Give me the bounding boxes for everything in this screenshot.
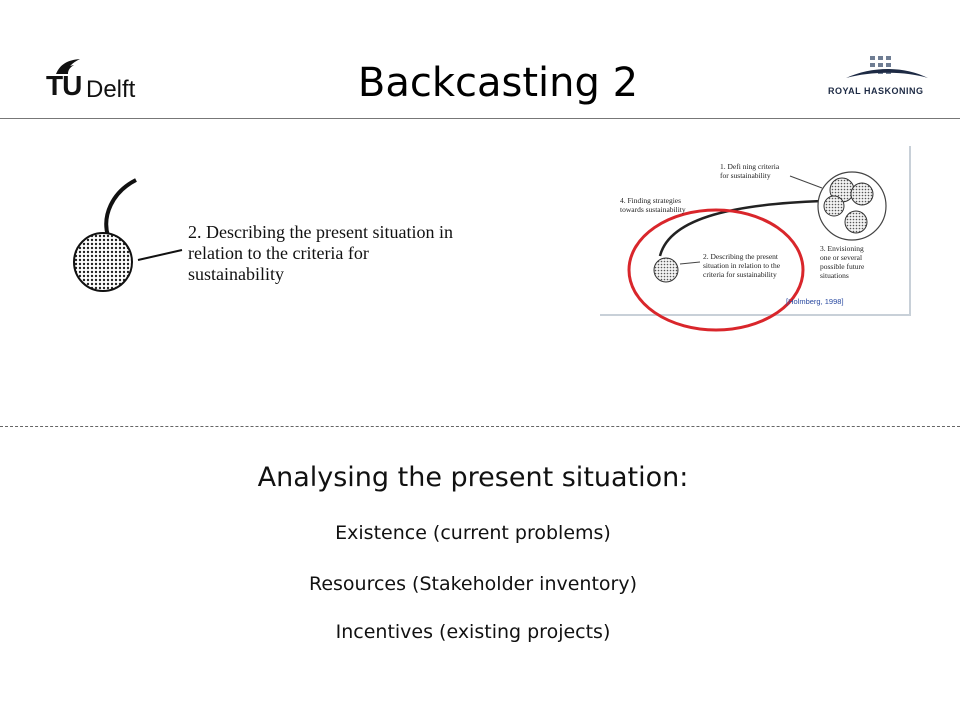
red-highlight-ellipse [627, 208, 805, 332]
backcasting-cycle-diagram [600, 146, 911, 332]
flame-icon [56, 59, 80, 74]
bullet-resources: Resources (Stakeholder inventory) [308, 573, 638, 595]
section-heading: Analysing the present situation: [257, 462, 689, 493]
bullet-existence: Existence (current problems) [335, 522, 611, 544]
tu-delft-logo: TU Delft [42, 58, 172, 108]
royal-haskoning-logo: ROYAL HASKONING [820, 52, 935, 100]
bullet-incentives: Incentives (existing projects) [335, 621, 611, 643]
step-2-circle-diagram [73, 178, 183, 292]
header-divider [0, 118, 960, 119]
left-backcasting-figure: 2. Describing the present situation in r… [70, 178, 460, 303]
citation: [Holmberg, 1998] [786, 297, 844, 306]
royal-haskoning-wordmark: ROYAL HASKONING [828, 86, 924, 96]
label-finding-strategies: 4. Finding strategies towards sustainabi… [620, 196, 686, 214]
delft-logo-text: Delft [86, 76, 136, 103]
label-describing-present: 2. Describing the present situation in r… [703, 252, 781, 279]
dashed-divider [0, 426, 960, 427]
slide-title: Backcasting 2 [357, 60, 639, 106]
step-2-caption: 2. Describing the present situation in r… [188, 222, 453, 284]
haskoning-grid-icon [846, 56, 928, 78]
label-defining-criteria: 1. Defi ning criteria for sustainability [720, 162, 780, 180]
right-backcasting-figure: 1. Defi ning criteria for sustainability… [600, 146, 912, 334]
label-envisioning: 3. Envisioning one or several possible f… [820, 244, 865, 280]
tu-logo-letters: TU [46, 70, 82, 101]
